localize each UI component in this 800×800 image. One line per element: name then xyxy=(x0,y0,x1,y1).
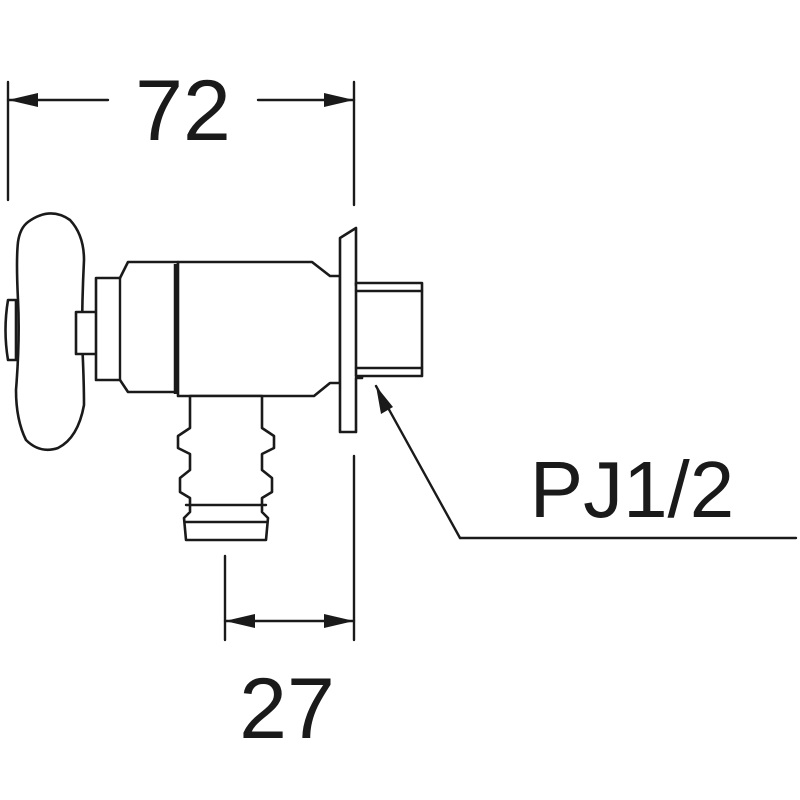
thread-label: PJ1/2 xyxy=(530,445,735,534)
dimension-27: 27 xyxy=(223,454,356,757)
dimension-label-27: 27 xyxy=(239,661,335,757)
handle xyxy=(14,212,86,452)
flange xyxy=(338,226,364,434)
threaded-connection xyxy=(354,281,424,378)
arrowhead-72-left xyxy=(8,93,38,107)
hose-spout xyxy=(176,394,276,542)
dimension-72: 72 xyxy=(6,63,356,207)
arrowhead-27-left xyxy=(225,614,255,628)
bonnet-nut xyxy=(94,260,180,394)
leader-line-diagonal xyxy=(374,384,462,540)
valve-body xyxy=(176,260,342,398)
thread-callout: PJ1/2 xyxy=(374,384,798,540)
arrowhead-72-right xyxy=(324,93,354,107)
dimension-label-72: 72 xyxy=(135,63,231,159)
leader-arrowhead xyxy=(376,386,393,414)
arrowhead-27-right xyxy=(324,614,354,628)
handle-cap xyxy=(4,298,18,362)
faucet-body xyxy=(4,212,424,542)
